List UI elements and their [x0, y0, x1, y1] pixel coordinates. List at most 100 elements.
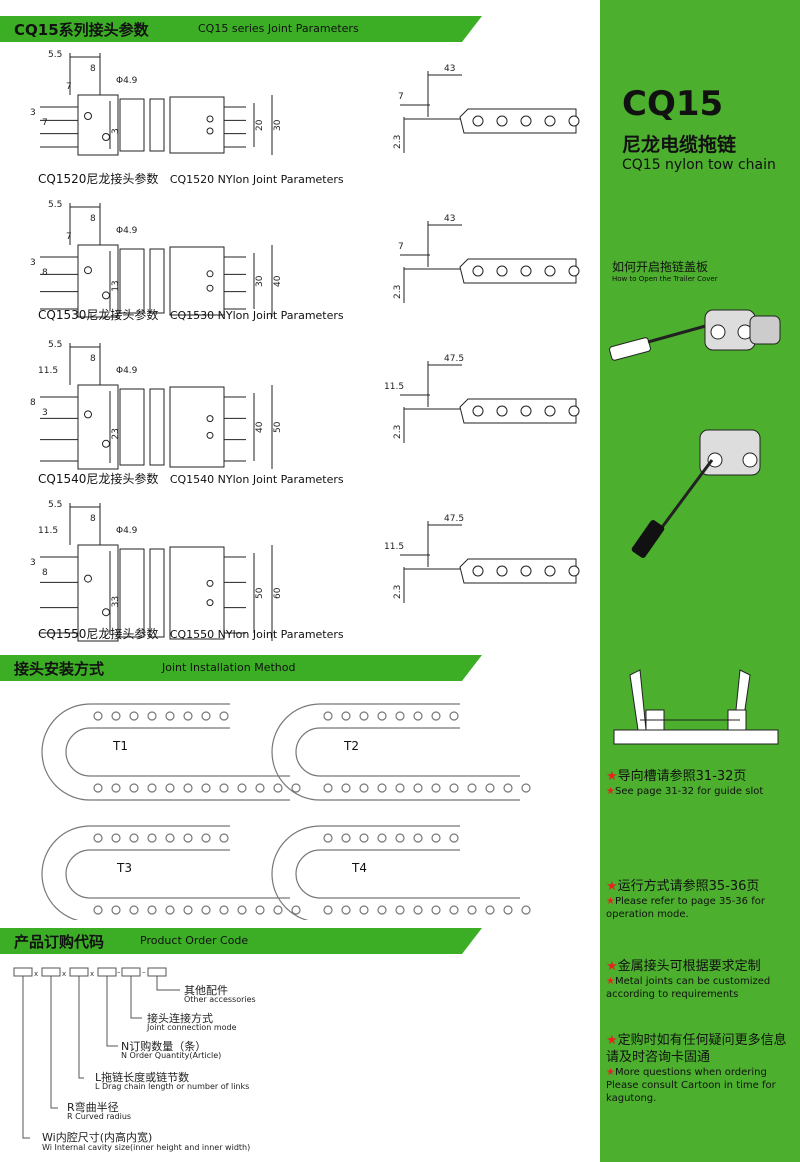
joint-caption-1540: CQ1540尼龙接头参数 CQ1540 NYlon Joint Paramete…: [38, 472, 344, 486]
install-label-t4: T4: [351, 861, 367, 875]
dim-hole: Φ4.9: [116, 526, 138, 536]
section-title-cn: 接头安装方式: [14, 660, 105, 678]
order-item-cn: 其他配件: [184, 984, 228, 997]
note-metal-joints: ★金属接头可根据要求定制 ★Metal joints can be custom…: [606, 959, 771, 1000]
order-item-cn: L拖链长度或链节数: [95, 1071, 190, 1084]
dim-hole: Φ4.9: [116, 76, 138, 86]
joint-caption-1530: CQ1530尼龙接头参数 CQ1530 NYlon Joint Paramete…: [38, 308, 344, 322]
screwdriver-lift-illustration: [631, 429, 761, 558]
dim-left: 8: [42, 568, 48, 578]
order-item-en: L Drag chain length or number of links: [95, 1082, 250, 1091]
model-title: CQ15: [622, 84, 724, 124]
dim-side-top: 43: [444, 214, 455, 224]
dim-outer: 40: [273, 275, 283, 287]
dim-inner-offset: 3: [111, 128, 121, 134]
dim-side-left: 11.5: [384, 542, 404, 552]
dim-top: 7: [66, 232, 72, 242]
install-label-t2: T2: [343, 739, 359, 753]
note-consult: ★定购时如有任何疑问更多信息请及时咨询卡固通 ★More questions w…: [606, 1033, 787, 1104]
svg-text:x: x: [62, 970, 66, 978]
section-title-en: Joint Installation Method: [162, 661, 296, 674]
dim-left: 3: [42, 408, 48, 418]
screwdriver-open-illustration: [609, 309, 781, 361]
dim-left: 3: [30, 558, 36, 568]
note-guide-slot: ★导向槽请参照31-32页 ★See page 31-32 for guide …: [606, 769, 764, 797]
dim-inner-offset: 33: [111, 596, 121, 607]
right-illustrations: [609, 309, 781, 745]
dim-side-top: 43: [444, 64, 455, 74]
guide-slot-illustration: [613, 669, 779, 745]
dim-left: 8: [42, 268, 48, 278]
dim-left: 7: [42, 118, 48, 128]
order-item-cn: 接头连接方式: [147, 1012, 213, 1025]
dim-top: 5.5: [48, 200, 62, 210]
dim-top: 5.5: [48, 50, 62, 60]
dim-top: 7: [66, 82, 72, 92]
order-item-en: Joint connection mode: [147, 1023, 237, 1032]
dim-side-top: 47.5: [444, 514, 464, 524]
dim-side-top: 47.5: [444, 354, 464, 364]
dim-outer: 30: [273, 119, 283, 131]
dim-side-left: 7: [398, 92, 404, 102]
dim-top: 8: [90, 514, 96, 524]
dim-outer: 50: [273, 421, 283, 433]
dim-hole: Φ4.9: [116, 226, 138, 236]
dim-outer: 60: [273, 587, 283, 599]
dim-inner: 20: [255, 119, 265, 131]
dim-side-height: 2.3: [393, 285, 403, 299]
install-label-t1: T1: [112, 739, 128, 753]
svg-text:x: x: [34, 970, 38, 978]
joint-caption-1550: CQ1550尼龙接头参数 CQ1550 NYlon Joint Paramete…: [38, 627, 344, 641]
product-name-cn: 尼龙电缆拖链: [622, 134, 737, 156]
right-panel: [600, 0, 800, 1162]
order-item-en: N Order Quantity(Article): [121, 1051, 222, 1060]
dim-side-left: 7: [398, 242, 404, 252]
dim-top: 5.5: [48, 340, 62, 350]
section-title-en: CQ15 series Joint Parameters: [198, 22, 359, 35]
install-drawings: T1 T2 T3 T4: [41, 703, 531, 920]
joint-caption-1520: CQ1520尼龙接头参数 CQ1520 NYlon Joint Paramete…: [38, 172, 344, 186]
dim-inner: 30: [255, 275, 265, 287]
how-open-en: How to Open the Trailer Cover: [612, 275, 718, 283]
section-title-cn: CQ15系列接头参数: [14, 21, 149, 39]
dim-inner: 50: [255, 587, 265, 599]
dim-top: 11.5: [38, 366, 58, 376]
svg-text:–: –: [142, 968, 146, 976]
dim-top: 8: [90, 214, 96, 224]
how-open-cn: 如何开启拖链盖板: [612, 260, 709, 274]
dim-inner-offset: 13: [111, 280, 121, 291]
dim-hole: Φ4.9: [116, 366, 138, 376]
dim-inner-offset: 23: [111, 428, 121, 439]
order-item-cn: N订购数量（条）: [121, 1040, 207, 1053]
section-header-install: 接头安装方式 Joint Installation Method: [0, 655, 482, 681]
order-item-cn: Wi内腔尺寸(内高内宽): [42, 1131, 153, 1144]
dim-top: 5.5: [48, 500, 62, 510]
product-name-en: CQ15 nylon tow chain: [622, 157, 776, 173]
dim-left: 8: [30, 398, 36, 408]
order-code-diagram: x x x – –: [13, 967, 180, 1139]
section-header-joint-params: CQ15系列接头参数 CQ15 series Joint Parameters: [0, 16, 482, 42]
svg-text:x: x: [90, 970, 94, 978]
install-label-t3: T3: [116, 861, 132, 875]
order-item-en: Other accessories: [184, 995, 256, 1004]
dim-top: 11.5: [38, 526, 58, 536]
section-title-cn: 产品订购代码: [14, 933, 105, 951]
dim-side-height: 2.3: [393, 425, 403, 439]
note-operation-mode: ★运行方式请参照35-36页 ★Please refer to page 35-…: [606, 879, 765, 920]
section-header-order: 产品订购代码 Product Order Code: [0, 928, 482, 954]
svg-text:–: –: [117, 968, 121, 976]
dim-top: 8: [90, 64, 96, 74]
order-item-en: Wi Internal cavity size(inner height and…: [42, 1143, 251, 1152]
dim-left: 3: [30, 258, 36, 268]
dim-left: 3: [30, 108, 36, 118]
dim-side-left: 11.5: [384, 382, 404, 392]
dim-side-height: 2.3: [393, 585, 403, 599]
order-item-cn: R弯曲半径: [67, 1101, 119, 1114]
dim-side-height: 2.3: [393, 135, 403, 149]
section-title-en: Product Order Code: [140, 934, 249, 947]
dim-inner: 40: [255, 421, 265, 433]
